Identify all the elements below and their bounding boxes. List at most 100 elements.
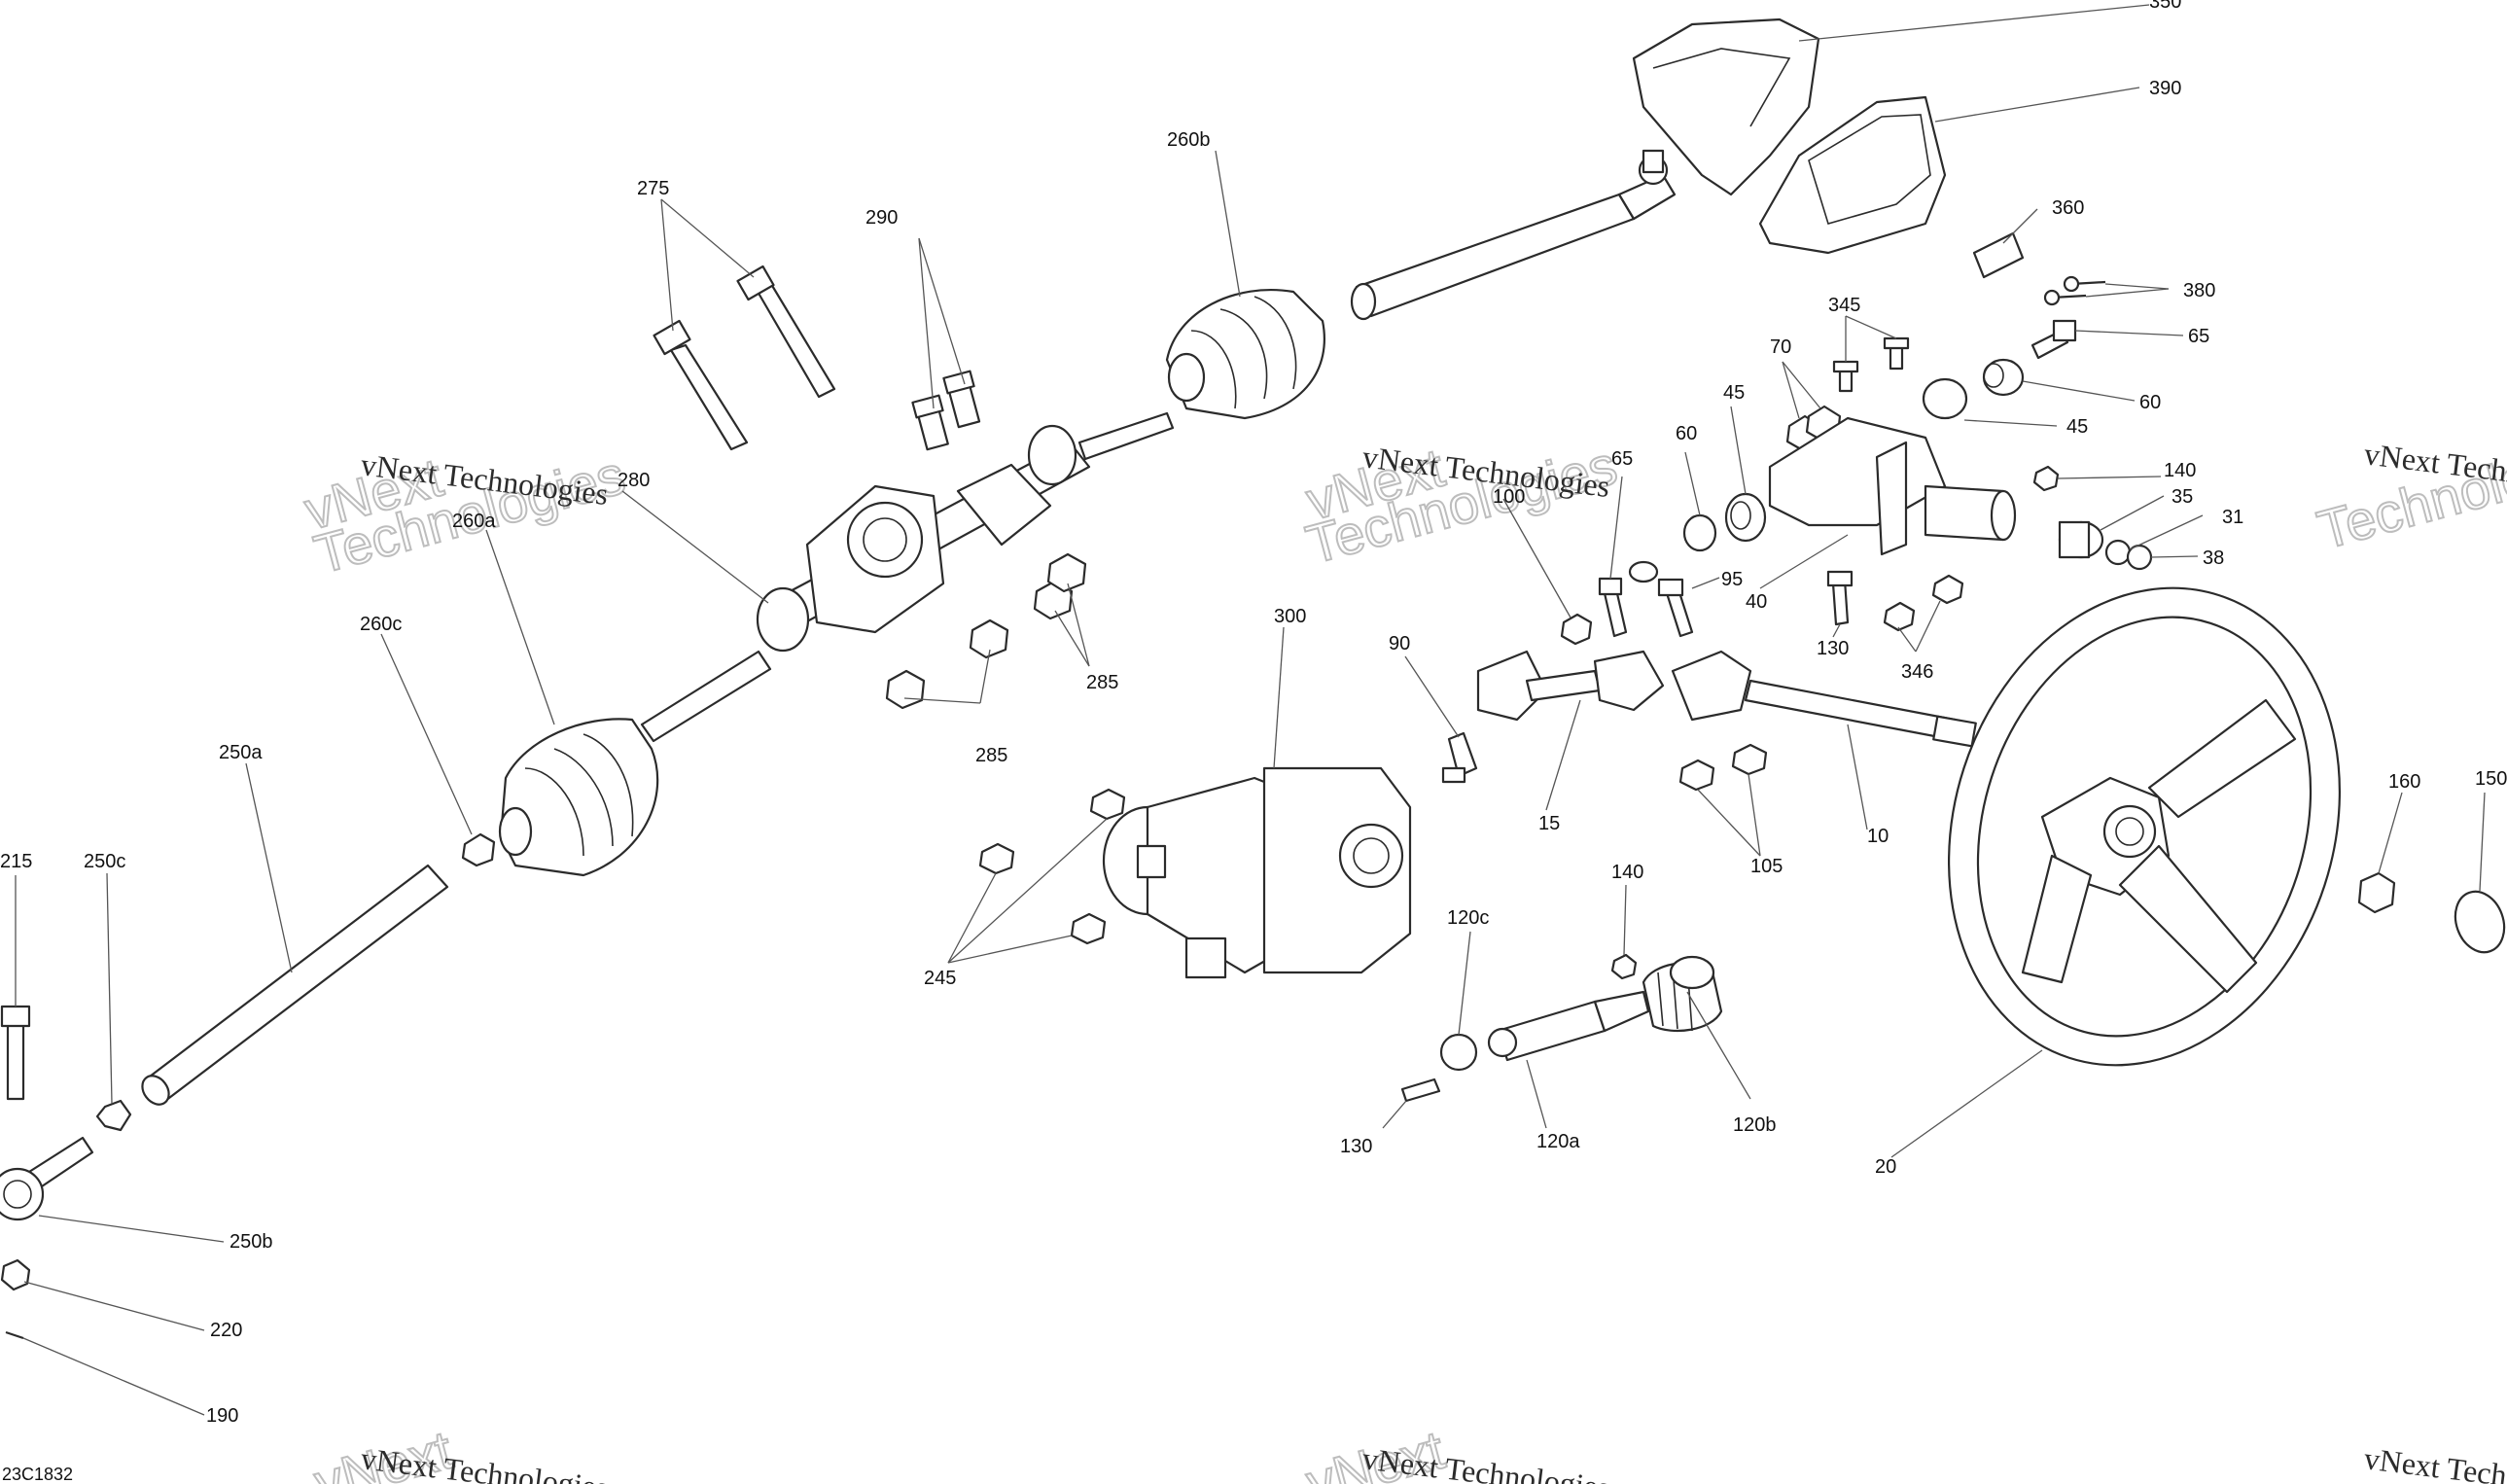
boot-260a xyxy=(498,718,659,877)
nut-260c xyxy=(461,832,496,867)
callout-45-lower: 45 xyxy=(1723,382,1745,404)
bushing-45-upper xyxy=(1922,377,1968,420)
tie-rod-end-250b xyxy=(0,1136,94,1221)
nut-100 xyxy=(1560,613,1593,646)
bolt-290b xyxy=(942,370,981,429)
callout-130-upper: 130 xyxy=(1817,638,1849,659)
steering-wheel-20 xyxy=(1947,586,2342,1067)
cotter-pin-190 xyxy=(5,1330,24,1340)
callout-40: 40 xyxy=(1746,591,1767,613)
bushing-60-upper xyxy=(1982,358,2025,397)
watermark-bottom-center: vNext vNext Technologies xyxy=(1299,1418,1612,1484)
callout-45-upper: 45 xyxy=(2066,416,2088,438)
boot-120b xyxy=(1642,955,1723,1033)
callout-90: 90 xyxy=(1389,633,1410,654)
callout-380: 380 xyxy=(2183,280,2215,301)
rack-housing-280 xyxy=(756,424,1091,653)
callout-120b: 120b xyxy=(1733,1114,1777,1136)
callout-31: 31 xyxy=(2222,507,2243,528)
callout-15: 15 xyxy=(1538,813,1560,834)
nut-140-lower xyxy=(1610,953,1638,980)
callout-65-lower: 65 xyxy=(1611,448,1633,470)
bracket-390 xyxy=(1758,95,1947,255)
nut-220 xyxy=(0,1258,31,1291)
diagram-code: 23C1832 xyxy=(2,1465,73,1484)
steering-shaft-10 xyxy=(1744,679,1977,748)
callout-10: 10 xyxy=(1867,826,1889,847)
nut-245c xyxy=(1070,912,1107,945)
callout-190: 190 xyxy=(206,1405,238,1427)
watermark-top-right: Technologies vNext Technologies xyxy=(2311,418,2507,561)
callout-280: 280 xyxy=(618,470,650,491)
callout-390: 390 xyxy=(2149,78,2181,99)
callout-350: 350 xyxy=(2149,0,2181,13)
callout-35: 35 xyxy=(2172,486,2193,508)
boot-260b xyxy=(1165,289,1325,420)
callout-260a: 260a xyxy=(452,511,496,532)
bolt-65-lower xyxy=(1598,577,1628,638)
nut-285d xyxy=(1046,552,1087,593)
bolt-290a xyxy=(911,394,949,451)
tie-rod-tube-250a xyxy=(141,864,449,1106)
nut-346a xyxy=(1931,574,1964,605)
bolt-215 xyxy=(0,1005,31,1101)
callout-285-lower: 285 xyxy=(975,745,1007,766)
callout-215: 215 xyxy=(0,851,32,872)
screw-345a xyxy=(1832,360,1859,393)
cap-150 xyxy=(2454,890,2506,954)
callout-160: 160 xyxy=(2388,771,2420,793)
bolt-130-lower xyxy=(1400,1078,1441,1103)
callout-70: 70 xyxy=(1770,336,1791,358)
bushing-45-lower xyxy=(1724,492,1767,543)
callout-140-lower: 140 xyxy=(1611,862,1643,883)
rack-shaft-right xyxy=(1077,411,1175,461)
bracket-40 xyxy=(1768,416,2017,556)
watermark-top-left: vNext Technologies vNext Technologies xyxy=(298,442,632,585)
svg-text:vNext Technologies: vNext Technologies xyxy=(2362,1440,2507,1484)
bolt-130-upper xyxy=(1826,570,1854,626)
callout-260b: 260b xyxy=(1167,129,1211,151)
shield-350 xyxy=(1632,18,1820,196)
callout-150: 150 xyxy=(2475,768,2507,790)
bolt-65-upper xyxy=(2030,319,2077,360)
nut-140-upper xyxy=(2032,465,2060,492)
callout-120a: 120a xyxy=(1536,1131,1580,1152)
nut-105a xyxy=(1678,759,1715,792)
screw-380b xyxy=(2043,289,2087,306)
callout-65-upper: 65 xyxy=(2188,326,2209,347)
screw-345b xyxy=(1883,336,1910,371)
screw-380a xyxy=(2063,275,2106,293)
watermark-top-center: vNext Technologies vNext Technologies xyxy=(1299,433,1624,576)
callout-60-upper: 60 xyxy=(2139,392,2161,413)
washer-95 xyxy=(1628,560,1659,583)
callout-100: 100 xyxy=(1493,486,1525,508)
watermark-bottom-left: vNext vNext Technologies xyxy=(307,1418,611,1484)
nut-105b xyxy=(1731,743,1768,776)
leader-lines xyxy=(15,4,2486,1416)
nut-250c xyxy=(95,1099,132,1132)
callout-346: 346 xyxy=(1901,661,1933,683)
callout-60-lower: 60 xyxy=(1676,423,1697,444)
universal-joint-15 xyxy=(1476,650,1752,722)
tie-rod-tube-upper xyxy=(1350,149,1677,321)
callout-275: 275 xyxy=(637,178,669,199)
svg-text:vNext Technologies: vNext Technologies xyxy=(1360,1440,1611,1484)
nut-285c xyxy=(885,669,926,710)
power-steering-unit-300 xyxy=(1102,766,1412,979)
callout-250c: 250c xyxy=(84,851,125,872)
callout-250a: 250a xyxy=(219,742,263,763)
callout-20: 20 xyxy=(1875,1156,1896,1178)
callout-220: 220 xyxy=(210,1320,242,1341)
watermark-bottom-right: vNext Technologies xyxy=(2362,1440,2507,1484)
nut-160 xyxy=(2357,871,2396,914)
callout-105: 105 xyxy=(1750,856,1783,877)
callout-300: 300 xyxy=(1274,606,1306,627)
bushing-60-lower xyxy=(1682,513,1717,552)
bolt-95 xyxy=(1657,578,1694,638)
nut-245b xyxy=(978,842,1015,875)
bolt-90 xyxy=(1441,731,1478,784)
bolt-275a xyxy=(653,319,749,451)
circlip-31 xyxy=(2104,539,2132,566)
